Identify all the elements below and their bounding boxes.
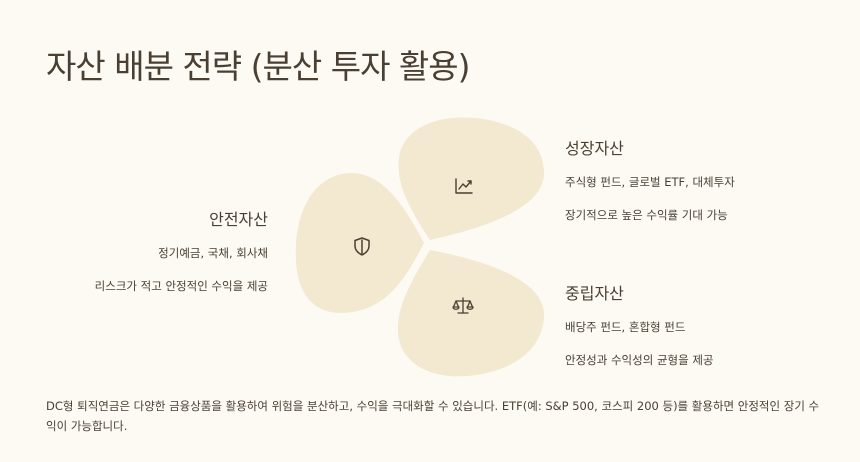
neutral-assets-title: 중립자산	[565, 284, 624, 303]
safe-assets-title: 안전자산	[209, 210, 268, 229]
safe-assets-block: 안전자산 정기예금, 국채, 회사채 리스크가 적고 안정적인 수익을 제공	[95, 206, 268, 311]
neutral-assets-block: 중립자산 배당주 펀드, 혼합형 펀드 안정성과 수익성의 균형을 제공	[565, 280, 714, 385]
balance-scale-icon	[452, 297, 474, 314]
footer-note: DC형 퇴직연금은 다양한 금융상품을 활용하여 위험을 분산하고, 수익을 극…	[46, 399, 820, 433]
petal-neutral	[397, 250, 545, 377]
neutral-assets-description: 안정성과 수익성의 균형을 제공	[565, 353, 714, 367]
petal-safe	[295, 172, 424, 313]
neutral-assets-examples: 배당주 펀드, 혼합형 펀드	[565, 320, 686, 334]
petal-growth	[398, 117, 545, 240]
growth-assets-title: 성장자산	[565, 139, 624, 158]
growth-assets-block: 성장자산 주식형 펀드, 글로벌 ETF, 대체투자 장기적으로 높은 수익률 …	[565, 135, 735, 240]
shield-icon	[354, 237, 370, 256]
growth-assets-examples: 주식형 펀드, 글로벌 ETF, 대체투자	[565, 175, 735, 189]
safe-assets-description: 리스크가 적고 안정적인 수익을 제공	[94, 279, 268, 293]
growth-assets-description: 장기적으로 높은 수익률 기대 가능	[565, 208, 728, 222]
safe-assets-examples: 정기예금, 국채, 회사채	[158, 246, 268, 260]
trend-chart-icon	[455, 178, 473, 194]
page-title: 자산 배분 전략 (분산 투자 활용)	[46, 47, 471, 86]
